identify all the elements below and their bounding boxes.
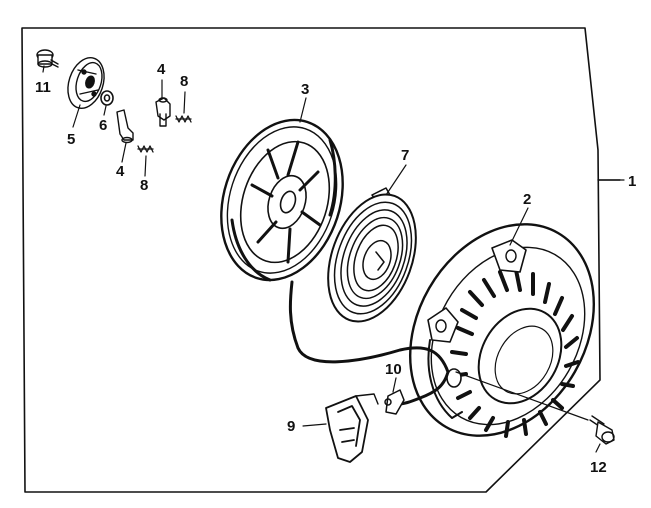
starter-case: [408, 223, 596, 438]
callout-9: 9: [287, 418, 295, 435]
callout-4-right: 4: [157, 61, 166, 78]
callout-1: 1: [628, 173, 636, 190]
ratchet-spring-left: [137, 145, 154, 153]
ratchet-spring-right: [175, 115, 192, 123]
ratchet-guide: [67, 57, 105, 109]
friction-spring-washer: [100, 90, 114, 106]
ratchet-left: [116, 109, 134, 144]
reel: [220, 118, 344, 282]
callout-11: 11: [35, 79, 51, 96]
callout-12: 12: [590, 459, 607, 476]
callout-8-right: 8: [180, 73, 188, 90]
starter-rope-inner: [289, 281, 449, 373]
callout-10: 10: [385, 361, 402, 378]
leader-lines: [42, 65, 625, 453]
assembly-frame: [21, 27, 601, 493]
flange-bolt: [589, 415, 615, 445]
ratchet-right: [155, 97, 171, 127]
starter-grip: [325, 393, 379, 463]
callout-4-left: 4: [116, 163, 125, 180]
rope-clip: [384, 389, 405, 415]
callout-6: 6: [99, 117, 107, 134]
callout-7: 7: [401, 147, 409, 164]
callout-8-left: 8: [140, 177, 148, 194]
setting-bolt: [36, 49, 59, 68]
callout-2: 2: [523, 191, 531, 208]
callout-5: 5: [67, 131, 75, 148]
recoil-spring: [327, 187, 417, 323]
callout-3: 3: [301, 81, 309, 98]
